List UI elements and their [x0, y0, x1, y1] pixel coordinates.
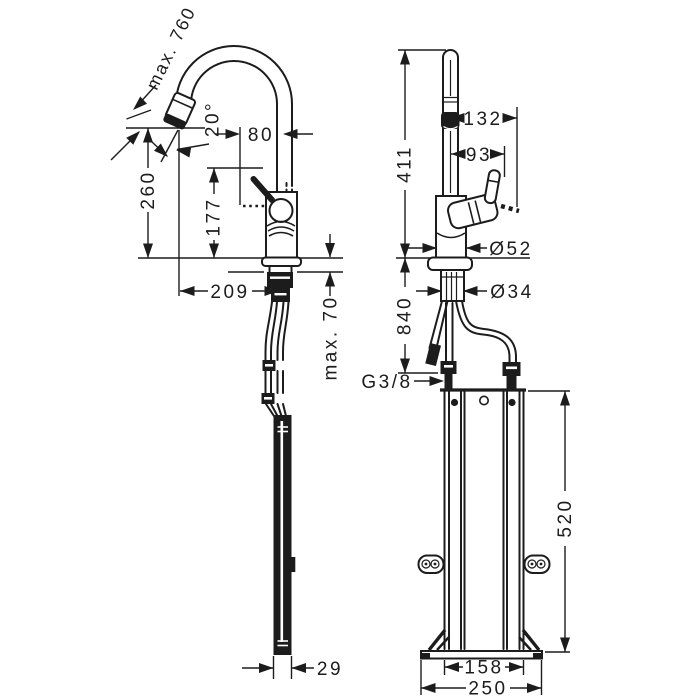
dim-shank-diameter-label: Ø34	[490, 282, 533, 303]
hose-nut-slot	[444, 365, 453, 368]
hose-fitting	[506, 376, 517, 390]
handle-lever-front	[483, 169, 501, 205]
supply-hoses	[264, 301, 290, 417]
dim-base-plate-width-label: 250	[468, 679, 507, 700]
spray-head-tip	[163, 113, 187, 130]
dim-counter-thickness-label: max. 70	[321, 295, 342, 380]
left-view-dimensions: 260 177 209 80 20° max. 760	[110, 3, 343, 680]
spray-head-highlight	[443, 125, 458, 130]
dim-handle-clearance-label: 132	[463, 109, 502, 130]
dim-spray-angle-label: 20°	[203, 101, 224, 137]
shank-slot	[274, 293, 287, 296]
screw-head	[508, 398, 516, 407]
spray-head	[163, 91, 197, 130]
handle-lever	[250, 176, 275, 203]
shank-front	[440, 269, 465, 302]
dim-max-pull-height-label: max. 760	[142, 3, 199, 93]
hose-clip-slot	[265, 364, 273, 367]
spout-inner-arc	[190, 60, 278, 105]
base-flange-front	[427, 256, 473, 271]
left-view-faucet	[138, 45, 343, 655]
dim-total-height-label: 411	[395, 145, 416, 183]
base-flange	[261, 256, 302, 267]
right-view-dimensions: 411 840 132 93 Ø52 Ø34	[361, 49, 576, 700]
mounting-hole	[478, 395, 489, 406]
spout-outer-arc	[175, 45, 293, 105]
dim-handle-offset-label: 93	[466, 145, 492, 166]
dim-outlet-height-label: 177	[204, 197, 225, 236]
cartridge-housing	[447, 193, 499, 230]
side-clip-right	[523, 554, 551, 574]
dim-bracket-height-label: 520	[555, 498, 576, 537]
hose-bar-marks	[277, 426, 288, 647]
dim-spout-tip-height-label: 260	[138, 170, 159, 209]
hose-bar-slot	[280, 421, 284, 642]
dim-body-diameter-label: Ø52	[489, 239, 532, 260]
bracket-feet	[427, 628, 541, 652]
right-view-faucet	[396, 49, 551, 660]
mounting-nut	[267, 272, 293, 288]
side-clip-left	[417, 554, 445, 574]
hose-clip-slot	[264, 397, 272, 400]
hose-bar-clip	[291, 557, 296, 572]
handle-range-dashes	[500, 203, 520, 214]
base-plate-tab	[421, 653, 430, 659]
dim-hose-bar-width-label: 29	[317, 659, 343, 680]
free-hose-end-fitting	[425, 342, 441, 367]
dock-collar-arc	[268, 231, 294, 237]
hose-fitting	[444, 374, 453, 389]
body-joint-arc	[436, 232, 466, 239]
spray-head-front	[441, 112, 460, 129]
bracket-rails	[443, 390, 525, 650]
dim-spray-offset-label: 80	[248, 125, 274, 146]
base-plate-tab	[533, 653, 542, 659]
dim-hose-length-label: 840	[395, 296, 416, 335]
dock-collar-arc	[267, 226, 295, 232]
dim-thread-size-label: G3/8	[361, 372, 412, 393]
dim-reach-label: 209	[210, 282, 249, 303]
dock-collar-arc	[266, 220, 296, 227]
screw-head	[450, 398, 459, 407]
dim-bracket-width-label: 158	[464, 658, 503, 679]
nut-slot	[270, 276, 290, 279]
hoses-front	[428, 300, 517, 364]
hose-nut-slot	[506, 366, 517, 370]
head-axis-extension-line	[160, 129, 179, 163]
